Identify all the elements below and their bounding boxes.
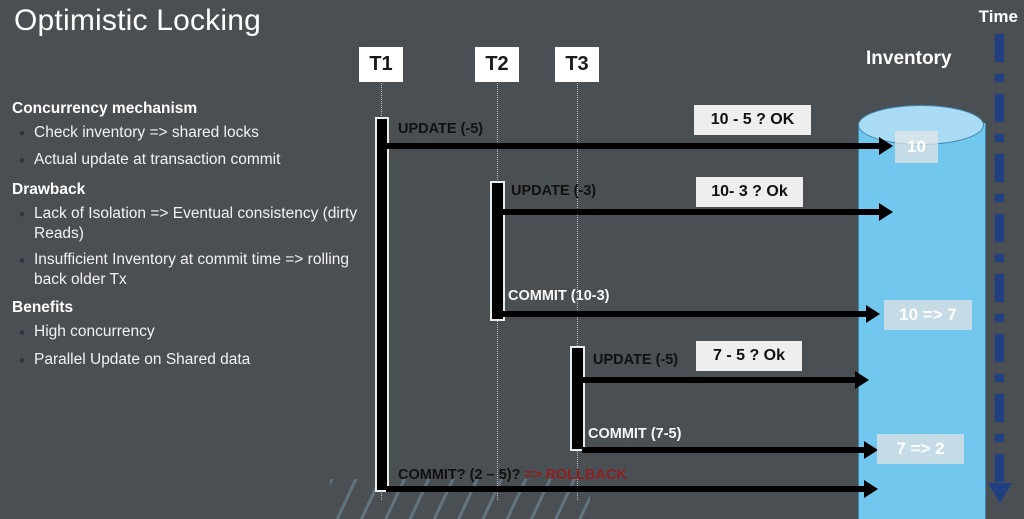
- message-arrow-update-t3: [582, 377, 857, 383]
- message-arrow-commit-t1: [386, 486, 866, 492]
- time-axis-line: [995, 34, 1004, 489]
- arrowhead-icon: [864, 441, 878, 459]
- inventory-state-2: 10 => 7: [884, 300, 972, 330]
- arrowhead-icon: [855, 371, 869, 389]
- message-label-update-t1: UPDATE (-5): [398, 121, 484, 137]
- inventory-label: Inventory: [866, 48, 952, 69]
- bullet-icon: •: [19, 123, 25, 143]
- page-title: Optimistic Locking: [14, 4, 262, 37]
- lifeline-t3: [577, 80, 578, 500]
- list-item-label: Insufficient Inventory at commit time =>…: [34, 250, 350, 288]
- bullet-icon: •: [19, 205, 25, 225]
- inventory-state-1: 10: [895, 131, 938, 163]
- list-item: • High concurrency: [12, 322, 362, 343]
- list-item: • Parallel Update on Shared data: [12, 350, 362, 371]
- callout-check-2: 10- 3 ? Ok: [696, 177, 803, 207]
- list-item: • Insufficient Inventory at commit time …: [12, 250, 362, 290]
- rollback-text: => ROLLBACK: [524, 467, 627, 483]
- list-item-label: Check inventory => shared locks: [34, 123, 259, 141]
- bullet-icon: •: [19, 350, 25, 370]
- message-arrow-update-t1: [386, 143, 881, 149]
- arrowhead-icon: [866, 305, 880, 323]
- transaction-box-t2[interactable]: T2: [475, 47, 519, 82]
- arrowhead-icon: [864, 480, 878, 498]
- decorative-diagonal-stripes: [330, 479, 590, 519]
- notes-section-heading: Concurrency mechanism: [12, 100, 198, 117]
- activation-bar-t1: [375, 117, 389, 492]
- notes-section-heading: Drawback: [12, 181, 86, 199]
- message-label-commit-t1: COMMIT? (2 – 5)? => ROLLBACK: [398, 467, 627, 483]
- list-item-label: Parallel Update on Shared data: [34, 350, 251, 368]
- list-item: • Actual update at transaction commit: [12, 150, 362, 171]
- activation-bar-t3: [570, 346, 585, 451]
- message-label-commit-t3: COMMIT (7-5): [588, 426, 682, 442]
- activation-bar-t2: [490, 181, 505, 321]
- commit-question-text: COMMIT? (2 – 5)?: [398, 467, 521, 483]
- transaction-box-t1[interactable]: T1: [359, 47, 403, 82]
- arrowhead-icon: [879, 203, 893, 221]
- transaction-box-t3[interactable]: T3: [555, 47, 599, 82]
- notes-section-heading: Benefits: [12, 299, 74, 317]
- time-axis-arrow-icon: [988, 483, 1012, 503]
- list-item: • Lack of Isolation => Eventual consiste…: [12, 204, 362, 244]
- time-axis-label: Time: [978, 7, 1018, 26]
- message-arrow-commit-t3: [582, 447, 867, 453]
- list-item-label: High concurrency: [34, 323, 155, 341]
- callout-check-1: 10 - 5 ? OK: [694, 105, 811, 135]
- list-item-label: Lack of Isolation => Eventual consistenc…: [34, 205, 358, 242]
- inventory-state-3: 7 => 2: [877, 434, 964, 464]
- message-label-update-t3: UPDATE (-5): [593, 352, 679, 368]
- message-label-commit-t2: COMMIT (10-3): [508, 288, 610, 304]
- bullet-icon: •: [19, 323, 25, 343]
- list-item-label: Actual update at transaction commit: [34, 151, 281, 169]
- callout-check-3: 7 - 5 ? Ok: [696, 341, 802, 371]
- bullet-icon: •: [19, 151, 25, 171]
- arrowhead-icon: [879, 137, 893, 155]
- message-arrow-update-t2: [502, 209, 882, 215]
- message-arrow-commit-t2: [502, 311, 869, 317]
- bullet-icon: •: [19, 250, 25, 270]
- message-label-update-t2: UPDATE (-3): [511, 183, 597, 199]
- list-item: • Check inventory => shared locks: [12, 123, 362, 144]
- notes-panel: Concurrency mechanism • Check inventory …: [12, 100, 362, 377]
